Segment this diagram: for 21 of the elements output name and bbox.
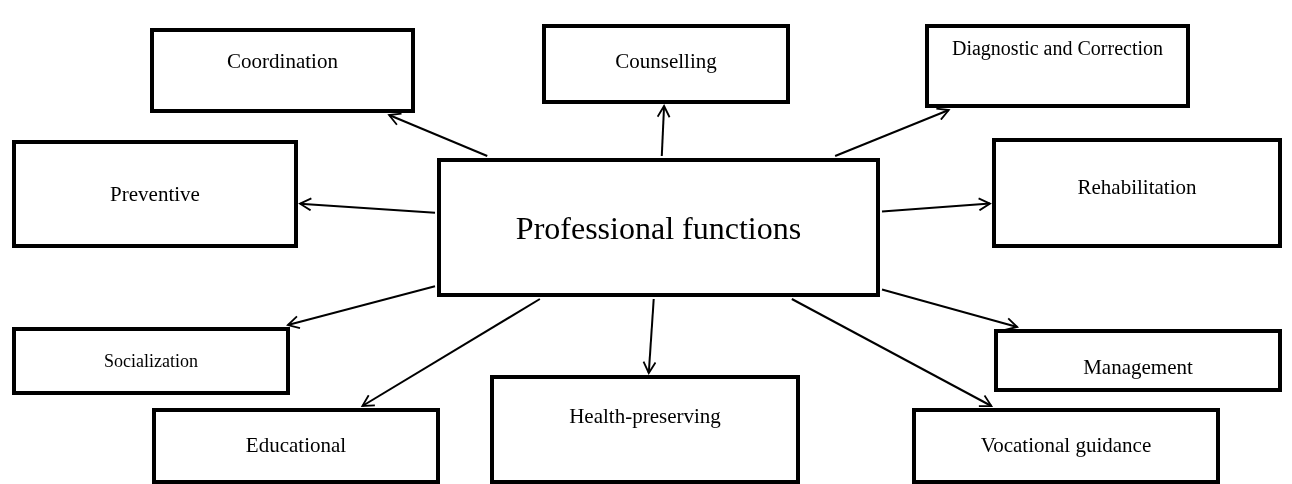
- arrow: [361, 298, 541, 407]
- function-box: Rehabilitation: [992, 138, 1282, 248]
- function-box: Preventive: [12, 140, 298, 248]
- arrow: [388, 112, 489, 157]
- function-box: Educational: [152, 408, 440, 484]
- function-box: Health-preserving: [490, 375, 800, 484]
- function-box: Coordination: [150, 28, 415, 113]
- arrow: [299, 197, 436, 214]
- arrow: [834, 107, 950, 157]
- function-box: Vocational guidance: [912, 408, 1220, 484]
- function-box: Diagnostic and Correction: [925, 24, 1190, 108]
- arrow: [642, 298, 657, 374]
- arrow: [656, 105, 671, 157]
- function-box: Counselling: [542, 24, 790, 104]
- arrow: [881, 197, 991, 213]
- function-box: Management: [994, 329, 1282, 392]
- central-box: Professional functions: [437, 158, 880, 297]
- arrow: [881, 288, 1019, 331]
- arrow: [790, 298, 993, 407]
- arrow: [286, 285, 436, 329]
- function-box: Socialization: [12, 327, 290, 395]
